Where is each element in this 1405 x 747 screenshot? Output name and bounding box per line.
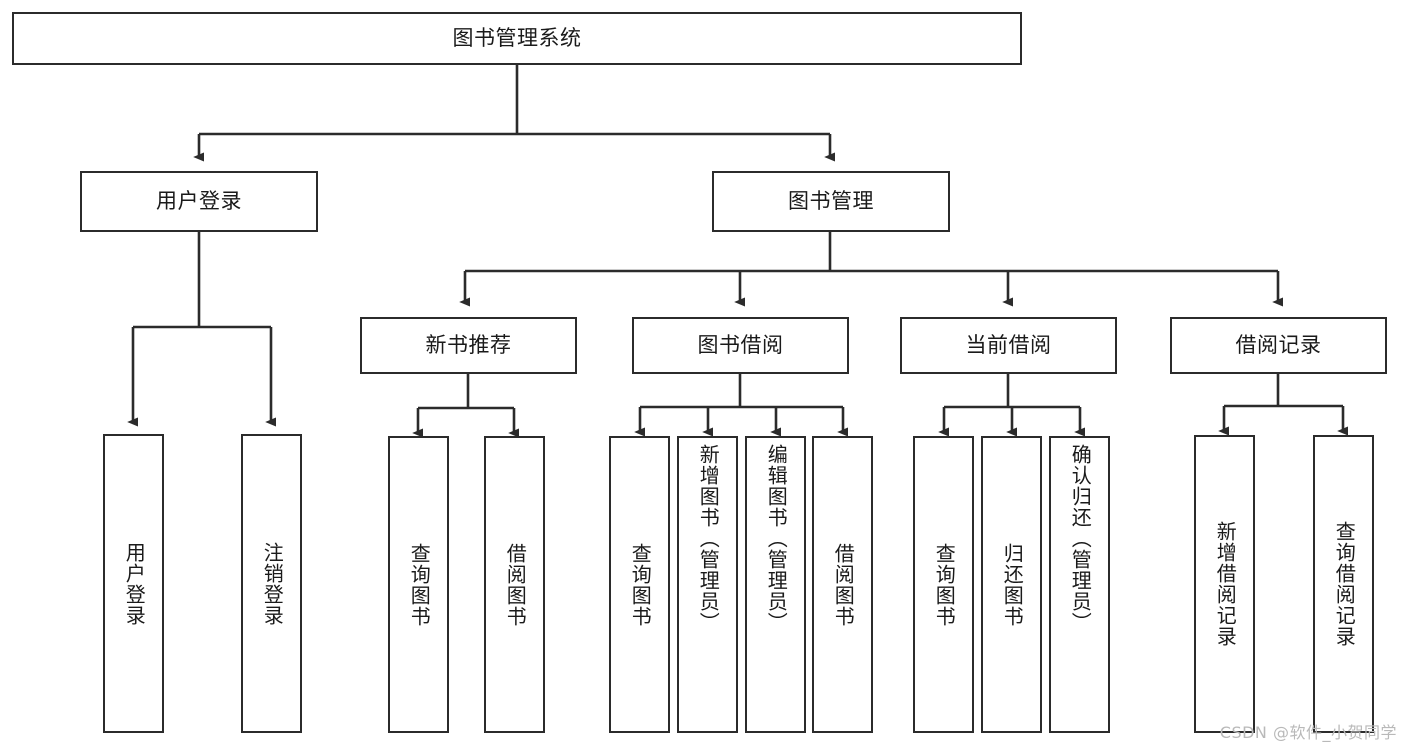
- node-borrow-record-label: 借阅记录: [1235, 332, 1322, 357]
- node-leaf-borrow-book-1[interactable]: 借阅图书: [484, 436, 545, 733]
- node-user-login-label: 用户登录: [156, 188, 242, 213]
- node-leaf-query-book-3-label: 查询图书: [932, 542, 957, 627]
- node-book-borrow-label: 图书借阅: [697, 332, 784, 357]
- node-leaf-add-book[interactable]: 新增图书（管理员）: [677, 436, 738, 733]
- node-leaf-logout[interactable]: 注销登录: [241, 434, 302, 733]
- node-leaf-query-record-label: 查询借阅记录: [1332, 521, 1357, 647]
- node-new-book-rec[interactable]: 新书推荐: [360, 317, 577, 374]
- node-leaf-query-record[interactable]: 查询借阅记录: [1313, 435, 1374, 733]
- node-leaf-confirm-return[interactable]: 确认归还（管理员）: [1049, 436, 1110, 733]
- node-leaf-query-book-2-label: 查询图书: [628, 542, 653, 627]
- node-leaf-query-book-2[interactable]: 查询图书: [609, 436, 670, 733]
- node-book-manage[interactable]: 图书管理: [712, 171, 950, 232]
- node-user-login[interactable]: 用户登录: [80, 171, 318, 232]
- node-leaf-user-login[interactable]: 用户登录: [103, 434, 164, 733]
- node-leaf-borrow-book-2[interactable]: 借阅图书: [812, 436, 873, 733]
- node-leaf-edit-book-label: 编辑图书（管理员）: [764, 444, 789, 633]
- node-book-manage-label: 图书管理: [788, 188, 874, 213]
- node-book-borrow[interactable]: 图书借阅: [632, 317, 849, 374]
- node-leaf-borrow-book-2-label: 借阅图书: [831, 542, 856, 627]
- node-leaf-query-book-1[interactable]: 查询图书: [388, 436, 449, 733]
- csdn-watermark: CSDN @软件_小贺同学: [1219, 723, 1397, 742]
- node-borrow-record[interactable]: 借阅记录: [1170, 317, 1387, 374]
- node-leaf-query-book-1-label: 查询图书: [407, 542, 432, 627]
- node-leaf-add-book-label: 新增图书（管理员）: [696, 444, 721, 633]
- node-new-book-rec-label: 新书推荐: [425, 332, 512, 357]
- node-root-label: 图书管理系统: [452, 25, 582, 50]
- node-leaf-logout-label: 注销登录: [260, 541, 285, 626]
- node-leaf-return-book-label: 归还图书: [1000, 542, 1025, 627]
- node-leaf-add-record[interactable]: 新增借阅记录: [1194, 435, 1255, 733]
- node-current-borrow-label: 当前借阅: [965, 332, 1052, 357]
- node-leaf-edit-book[interactable]: 编辑图书（管理员）: [745, 436, 806, 733]
- node-leaf-user-login-label: 用户登录: [122, 541, 147, 626]
- node-leaf-borrow-book-1-label: 借阅图书: [503, 542, 528, 627]
- node-current-borrow[interactable]: 当前借阅: [900, 317, 1117, 374]
- node-leaf-return-book[interactable]: 归还图书: [981, 436, 1042, 733]
- node-leaf-confirm-return-label: 确认归还（管理员）: [1068, 444, 1093, 633]
- node-root[interactable]: 图书管理系统: [12, 12, 1022, 65]
- node-leaf-query-book-3[interactable]: 查询图书: [913, 436, 974, 733]
- node-leaf-add-record-label: 新增借阅记录: [1213, 521, 1238, 647]
